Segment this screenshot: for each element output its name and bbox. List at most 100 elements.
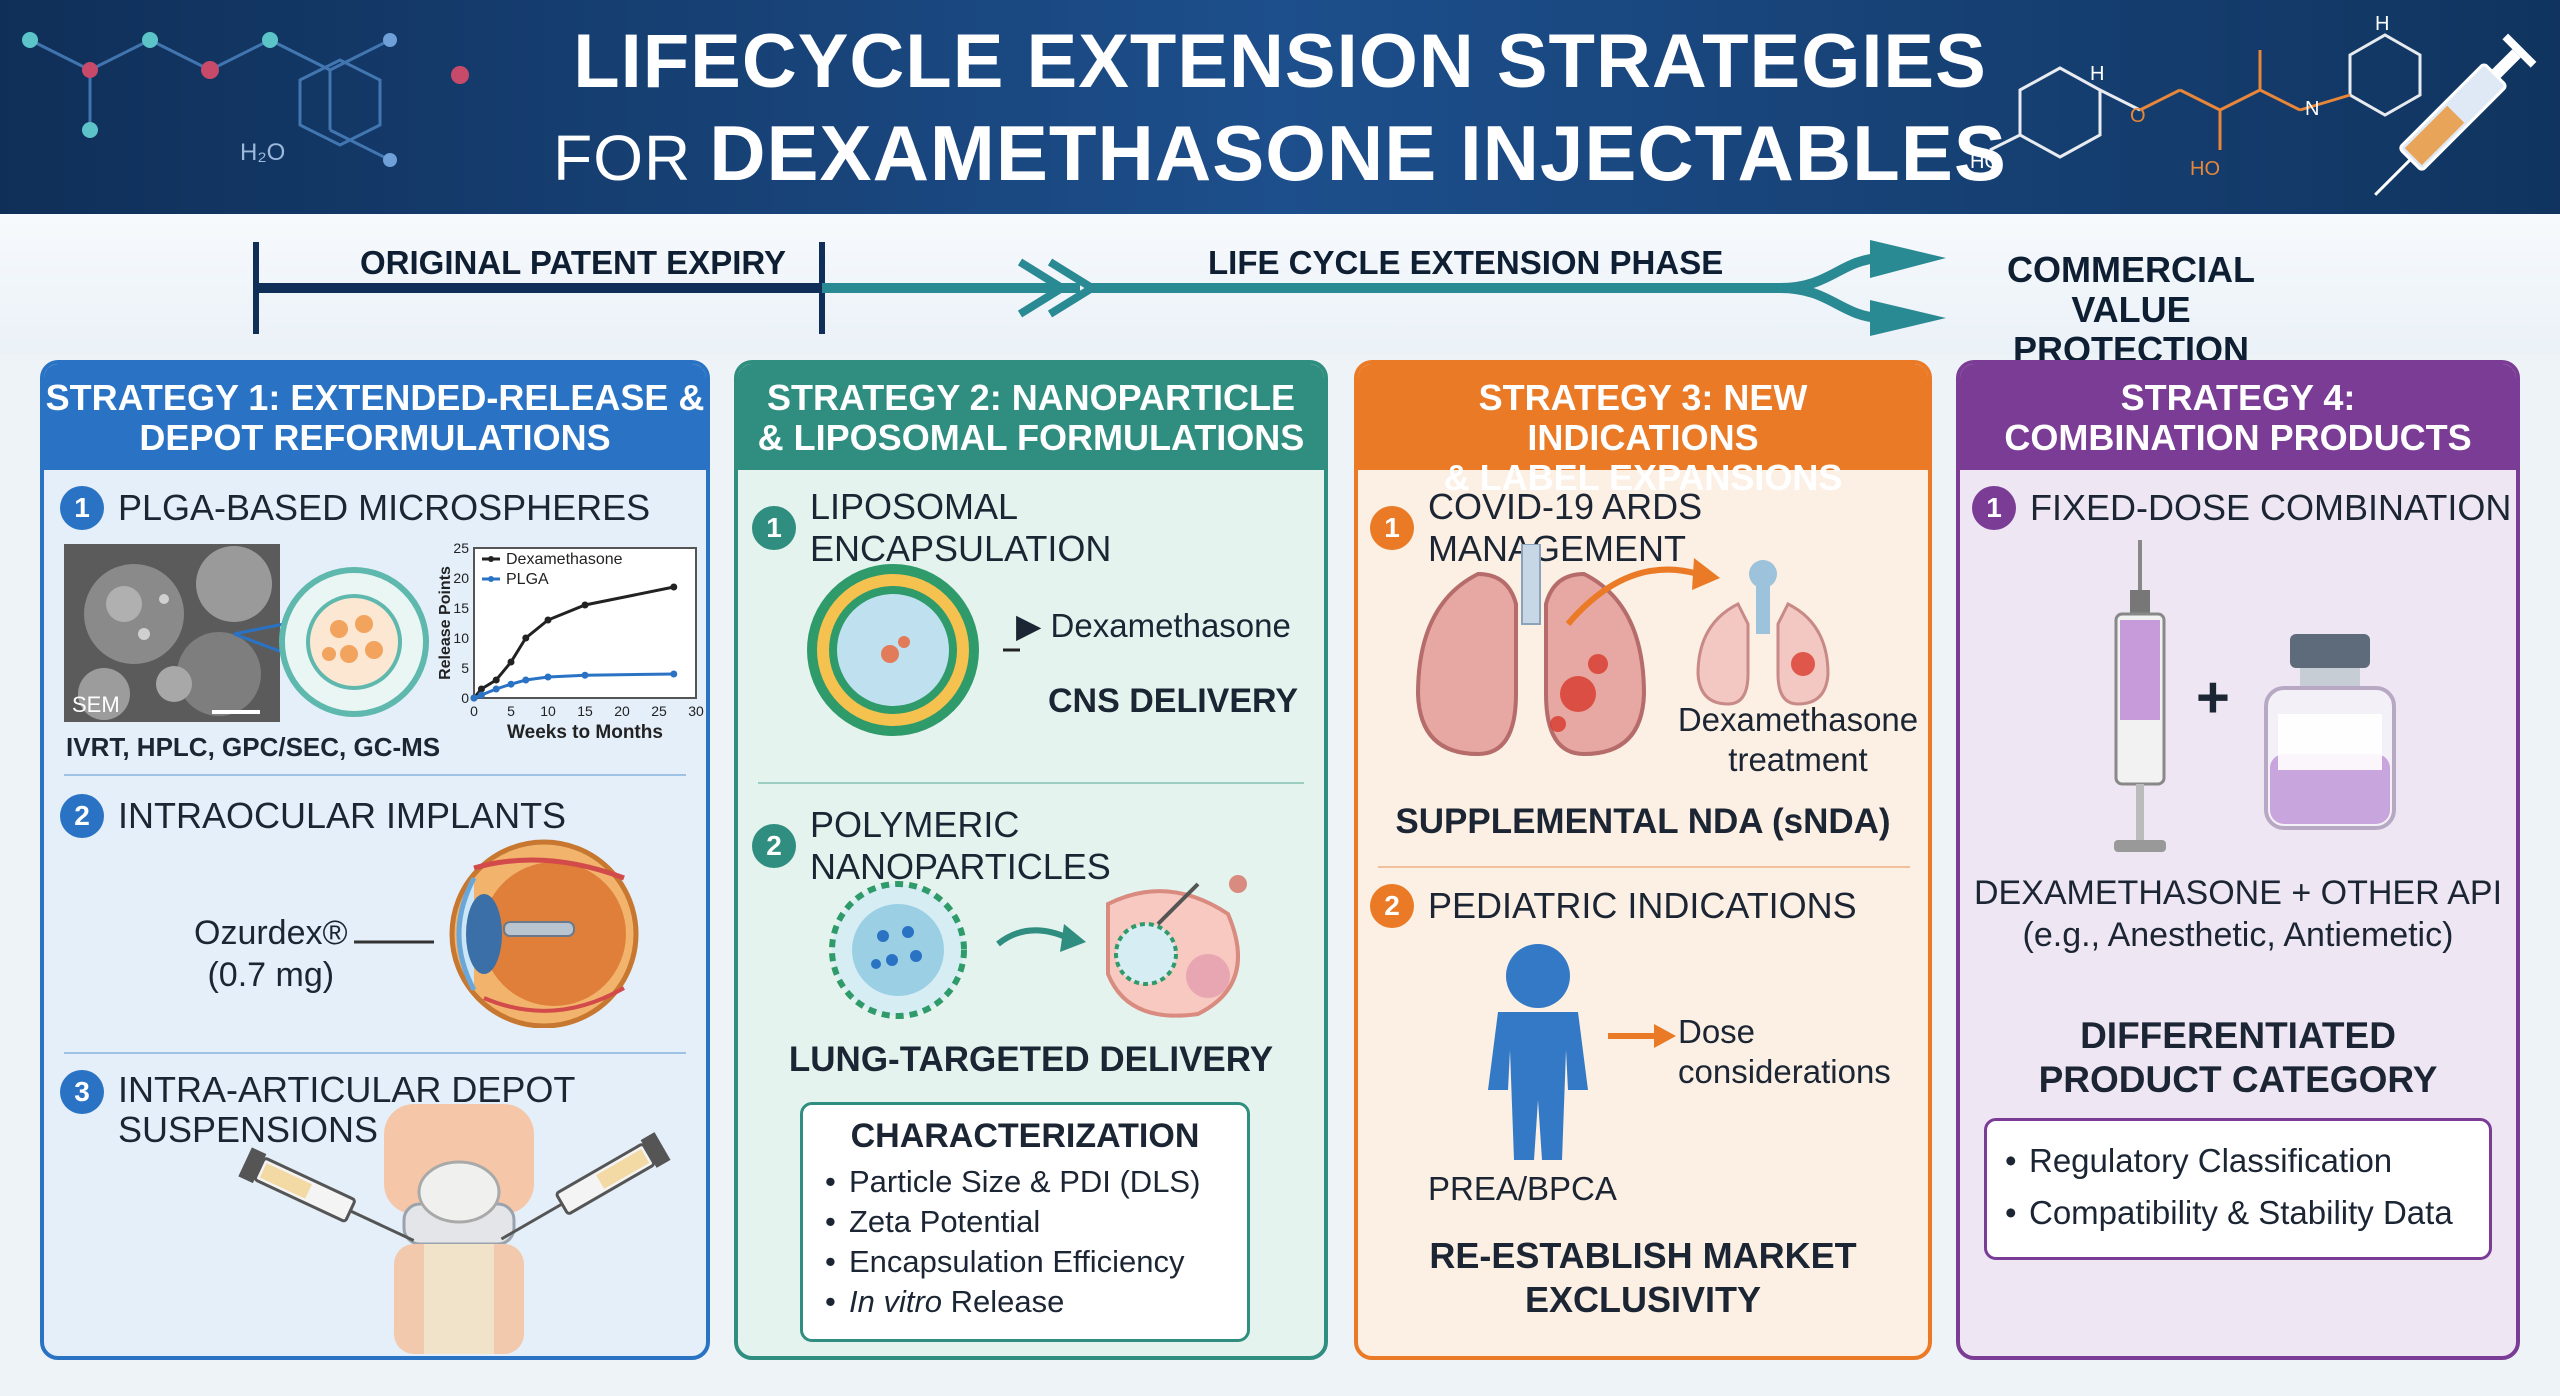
strategy-1-card: STRATEGY 1: EXTENDED-RELEASE & DEPOT REF…	[40, 360, 710, 1360]
strategy-2-sub-1: 1 LIPOSOMAL ENCAPSULATION	[752, 486, 1324, 570]
strategy-3-card: STRATEGY 3: NEW INDICATIONS & LABEL EXPA…	[1354, 360, 1932, 1360]
list-item: In vitro Release	[823, 1282, 1247, 1322]
strategy-4-card: STRATEGY 4: COMBINATION PRODUCTS 1 FIXED…	[1956, 360, 2520, 1360]
header-banner: H₂O HO H O HO N H LIFECYCLE EXTENSION ST…	[0, 0, 2560, 214]
title-for: FOR	[553, 122, 692, 194]
number-badge: 1	[1370, 506, 1414, 550]
data-point	[544, 673, 552, 681]
regulatory-list: Regulatory Classification Compatibility …	[2003, 1135, 2489, 1239]
ho-mid-label: HO	[2190, 158, 2220, 180]
syringe-icon	[2374, 33, 2537, 196]
exclusivity-line-1: RE-ESTABLISH MARKET	[1429, 1235, 1857, 1276]
prea-bpca-label: PREA/BPCA	[1428, 1170, 1617, 1207]
divider	[758, 782, 1304, 784]
x-tick-label: 15	[577, 703, 593, 719]
x-tick-label: 25	[651, 703, 667, 719]
timeline-band: ORIGINAL PATENT EXPIRY LIFE CYCLE EXTENS…	[0, 214, 2560, 370]
combo-line-1: DEXAMETHASONE + OTHER API	[1973, 874, 2503, 912]
liposome-illustration	[807, 564, 1020, 736]
data-point	[581, 671, 589, 679]
cns-delivery-label: CNS DELIVERY	[1048, 682, 1299, 720]
strategy-1-sub-3: 3 INTRA-ARTICULAR DEPOT SUSPENSIONS	[60, 1070, 575, 1150]
number-badge: 1	[60, 486, 104, 530]
combo-line-2: (e.g., Anesthetic, Antiemetic)	[2022, 916, 2454, 954]
ho-left-label: HO	[1970, 151, 2000, 173]
data-point	[470, 694, 478, 702]
lungs-illustration	[1415, 544, 1830, 757]
y-axis-label: Release Points	[437, 566, 454, 680]
list-item: Zeta Potential	[823, 1202, 1247, 1242]
legend-label: PLGA	[506, 571, 549, 588]
timeline-label-value-protection: COMMERCIAL VALUE PROTECTION	[1966, 250, 2296, 370]
lung-targeted-label: LUNG-TARGETED DELIVERY	[788, 1040, 1274, 1079]
strategy-4-sub-1: 1 FIXED-DOSE COMBINATION	[1972, 486, 2511, 530]
implant-name: Ozurdex®	[194, 914, 348, 952]
liposome-drug-label: ▶ Dexamethasone	[1016, 607, 1291, 644]
strategy-1-header-line-1: STRATEGY 1: EXTENDED-RELEASE &	[45, 377, 705, 418]
characterization-box: CHARACTERIZATION Particle Size & PDI (DL…	[800, 1102, 1250, 1342]
dose-line-2: considerations	[1678, 1053, 1891, 1090]
in-vitro-italic: In vitro	[849, 1284, 943, 1319]
strategy-1-header-line-2: DEPOT REFORMULATIONS	[139, 417, 611, 458]
strategy-2-header-line-1: STRATEGY 2: NANOPARTICLE	[766, 377, 1296, 418]
x-axis-label: Weeks to Months	[507, 722, 663, 743]
y-tick-label: 5	[461, 660, 469, 676]
strategy-1-sub-2: 2 INTRAOCULAR IMPLANTS	[60, 794, 566, 838]
h2o-label: H₂O	[240, 139, 285, 166]
molecule-decoration-right: HO H O HO N H	[1970, 13, 2537, 196]
strategy-4-header: STRATEGY 4: COMBINATION PRODUCTS	[1960, 364, 2516, 470]
number-badge: 2	[752, 824, 796, 868]
characterization-title: CHARACTERIZATION	[850, 1117, 1200, 1155]
data-point	[670, 583, 678, 591]
exclusivity-line-2: EXCLUSIVITY	[1524, 1279, 1762, 1320]
strategy-1-sub-1-label: PLGA-BASED MICROSPHERES	[118, 487, 651, 528]
legend-label: Dexamethasone	[506, 551, 623, 568]
dose-line-1: Dose	[1678, 1013, 1756, 1050]
strategy-1-sub-2-label: INTRAOCULAR IMPLANTS	[118, 795, 567, 836]
legend-marker	[488, 556, 494, 562]
plus-sign: +	[2196, 665, 2230, 730]
regulatory-box: Regulatory Classification Compatibility …	[1984, 1118, 2492, 1260]
implant-dose: (0.7 mg)	[207, 956, 335, 994]
snda-label: SUPPLEMENTAL NDA (sNDA)	[1395, 802, 1891, 841]
number-badge: 3	[60, 1070, 104, 1114]
strategy-3-header-line-2: & LABEL EXPANSIONS	[1443, 457, 1843, 498]
x-tick-label: 10	[540, 703, 556, 719]
title-line-1: LIFECYCLE EXTENSION STRATEGIES	[573, 19, 1987, 104]
divider	[64, 1052, 686, 1054]
h-top-label: H	[2375, 13, 2389, 35]
list-item: Compatibility & Stability Data	[2003, 1187, 2489, 1239]
strategy-2-header: STRATEGY 2: NANOPARTICLE & LIPOSOMAL FOR…	[738, 364, 1324, 470]
release-text: Release	[942, 1284, 1065, 1319]
o-label: O	[2130, 105, 2146, 127]
data-point	[581, 601, 589, 609]
number-badge: 2	[1370, 884, 1414, 928]
strategy-3-sub-2: 2 PEDIATRIC INDICATIONS	[1370, 884, 1857, 928]
sem-label: SEM	[72, 692, 120, 717]
vial-icon	[2264, 634, 2396, 830]
molecule-decoration-left: H₂O	[22, 32, 469, 167]
strategy-4-header-line-2: COMBINATION PRODUCTS	[2004, 417, 2472, 458]
y-tick-label: 10	[453, 630, 469, 646]
analysis-methods: IVRT, HPLC, GPC/SEC, GC-MS	[66, 732, 441, 762]
x-tick-label: 20	[614, 703, 630, 719]
child-figure-icon	[1488, 944, 1676, 1160]
y-tick-label: 20	[453, 570, 469, 586]
list-item: Encapsulation Efficiency	[823, 1242, 1247, 1282]
sub-3-label-line-2: SUSPENSIONS	[118, 1109, 379, 1150]
strategy-2-card: STRATEGY 2: NANOPARTICLE & LIPOSOMAL FOR…	[734, 360, 1328, 1360]
n-label: N	[2305, 98, 2319, 120]
treatment-line-2: treatment	[1728, 741, 1868, 778]
timeline-label-extension-phase: LIFE CYCLE EXTENSION PHASE	[1208, 244, 1724, 281]
strategy-2-header-line-2: & LIPOSOMAL FORMULATIONS	[757, 417, 1305, 458]
h-mid-label: H	[2090, 63, 2104, 85]
combination-description: DEXAMETHASONE + OTHER API (e.g., Anesthe…	[1960, 872, 2516, 956]
drug-name: Dexamethasone	[1050, 607, 1291, 644]
strategy-3-sub-1: 1 COVID-19 ARDS MANAGEMENT	[1370, 486, 1928, 570]
number-badge: 1	[752, 506, 796, 550]
data-point	[670, 670, 678, 678]
dexamethasone-treatment-label: Dexamethasone treatment	[1658, 700, 1928, 780]
data-point	[492, 676, 500, 684]
x-tick-label: 0	[470, 703, 478, 719]
